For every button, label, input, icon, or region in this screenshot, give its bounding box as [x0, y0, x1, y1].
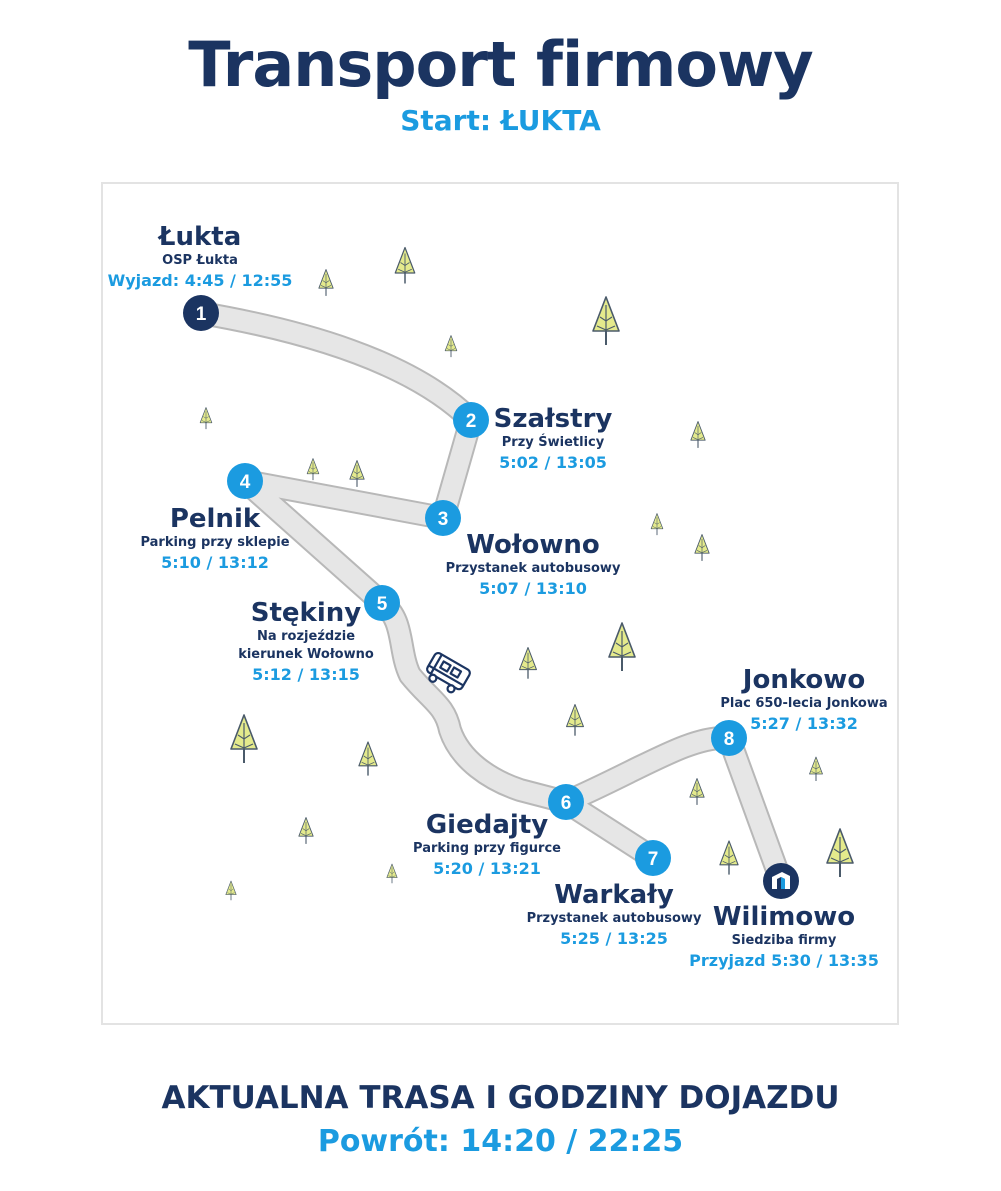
stop-name: Szałstry: [493, 404, 613, 434]
bus-icon: [426, 651, 471, 694]
tree-icon: [809, 756, 823, 782]
stop-description: Przystanek autobusowy: [445, 561, 621, 576]
stop-label-pelnik: Pelnik Parking przy sklepie 5:10 / 13:12: [115, 504, 315, 574]
stop-marker-1[interactable]: 1: [183, 295, 219, 331]
tree-icon: [689, 777, 705, 806]
stop-description: Przy Świetlicy: [501, 435, 605, 450]
stop-time: 5:12 / 13:15: [252, 665, 360, 684]
stop-description: OSP Łukta: [162, 253, 238, 268]
stop-label-szalstry: Szałstry Przy Świetlicy 5:02 / 13:05: [453, 404, 653, 474]
stop-time: 5:25 / 13:25: [560, 929, 668, 948]
tree-icon: [719, 840, 739, 876]
stop-description: Przystanek autobusowy: [526, 911, 702, 926]
tree-icon: [592, 296, 620, 346]
stop-marker-5[interactable]: 5: [364, 585, 400, 621]
stop-name: Stękiny: [250, 598, 362, 628]
tree-icon: [608, 622, 636, 672]
tree-icon: [349, 459, 365, 488]
stop-description: Plac 650-lecia Jonkowa: [720, 696, 888, 711]
stop-number: 7: [648, 849, 659, 870]
stop-description: Parking przy sklepie: [140, 535, 290, 550]
tree-icon: [650, 513, 664, 536]
stop-name: Jonkowo: [742, 665, 866, 695]
stop-name: Wilimowo: [712, 902, 856, 932]
stop-time: 5:20 / 13:21: [433, 859, 541, 878]
stop-name: Łukta: [158, 222, 242, 252]
stop-description: Parking przy figurce: [413, 841, 561, 856]
stop-description: Na rozjeździe: [256, 629, 356, 644]
stop-number: 2: [466, 411, 477, 432]
stop-label-wilimowo: Wilimowo Siedziba firmy Przyjazd 5:30 / …: [684, 902, 884, 972]
stop-label-warkaly: Warkały Przystanek autobusowy 5:25 / 13:…: [514, 880, 714, 950]
stop-label-lukta: Łukta OSP Łukta Wyjazd: 4:45 / 12:55: [100, 222, 300, 292]
stop-description: Siedziba firmy: [731, 933, 837, 948]
stop-time: 5:02 / 13:05: [499, 453, 607, 472]
stop-time: Wyjazd: 4:45 / 12:55: [107, 271, 293, 290]
stop-marker-7[interactable]: 7: [635, 840, 671, 876]
stop-number: 6: [561, 793, 572, 814]
stop-marker-4[interactable]: 4: [227, 463, 263, 499]
tree-icon: [318, 268, 334, 297]
company-logo-icon: [772, 872, 790, 889]
stop-time: Przyjazd 5:30 / 13:35: [689, 951, 879, 970]
return-times: Powrót: 14:20 / 22:25: [317, 1124, 684, 1159]
stop-time: 5:27 / 13:32: [750, 714, 858, 733]
stop-number: 3: [438, 509, 449, 530]
stop-number: 1: [196, 304, 207, 325]
tree-icon: [694, 533, 710, 562]
stop-number: 8: [724, 729, 735, 750]
tree-icon: [690, 420, 706, 449]
tree-icon: [565, 703, 585, 737]
stop-description-line2: kierunek Wołowno: [238, 647, 374, 662]
stop-name: Giedajty: [425, 810, 549, 840]
tree-icon: [444, 335, 458, 358]
stop-label-giedajty: Giedajty Parking przy figurce 5:20 / 13:…: [387, 810, 587, 880]
stop-label-stekiny: Stękiny Na rozjeździe kierunek Wołowno 5…: [206, 598, 406, 686]
tree-icon: [225, 880, 237, 901]
stop-name: Warkały: [554, 880, 674, 910]
tree-icon: [358, 741, 378, 777]
stop-name: Wołowno: [466, 530, 600, 560]
tree-icon: [298, 816, 314, 845]
tree-icon: [306, 458, 320, 481]
stop-time: 5:07 / 13:10: [479, 579, 587, 598]
destination-marker[interactable]: [763, 863, 799, 899]
stop-marker-6[interactable]: 6: [548, 784, 584, 820]
tree-icon: [826, 828, 854, 878]
stop-name: Pelnik: [169, 504, 261, 534]
tree-icon: [199, 407, 213, 430]
tree-icon: [394, 246, 416, 285]
page-subtitle: Start: ŁUKTA: [400, 104, 601, 137]
stop-marker-8[interactable]: 8: [711, 720, 747, 756]
stop-marker-3[interactable]: 3: [425, 500, 461, 536]
page-title: Transport firmowy: [188, 28, 813, 101]
tree-icon: [518, 646, 538, 680]
tree-icon: [230, 714, 258, 764]
footer-title: AKTUALNA TRASA I GODZINY DOJAZDU: [161, 1080, 840, 1116]
stop-number: 4: [240, 472, 251, 493]
stop-number: 5: [377, 594, 388, 615]
stop-label-jonkowo: Jonkowo Plac 650-lecia Jonkowa 5:27 / 13…: [704, 665, 904, 735]
stop-marker-2[interactable]: 2: [453, 402, 489, 438]
stop-time: 5:10 / 13:12: [161, 553, 269, 572]
stop-label-wolowno: Wołowno Przystanek autobusowy 5:07 / 13:…: [433, 530, 633, 600]
